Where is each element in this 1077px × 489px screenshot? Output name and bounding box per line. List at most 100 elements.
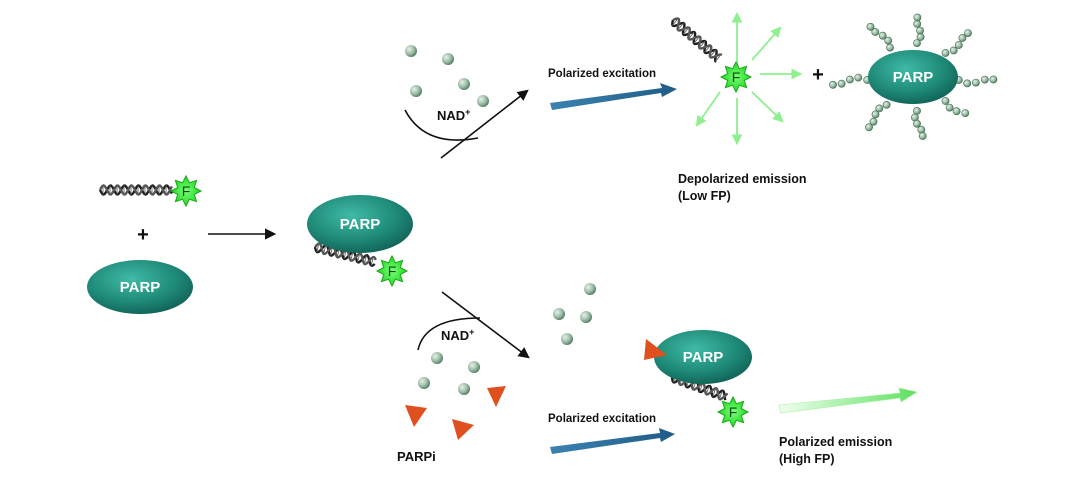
par-bead [941, 97, 950, 105]
par-bead [958, 34, 967, 42]
nad-beads-right [553, 283, 596, 345]
par-bead [954, 41, 963, 49]
par-bead [989, 75, 998, 84]
parpi-label: PARPi [397, 449, 436, 464]
par-bead [913, 13, 922, 22]
plus-sign: + [812, 64, 824, 86]
nad-bead [458, 78, 470, 90]
par-bead [882, 101, 891, 109]
par-bead [961, 109, 970, 117]
inhibitor-triangle [405, 405, 427, 427]
parp-enzyme-left: PARP [87, 260, 193, 314]
polarized-excitation-label-bottom: Polarized excitation [548, 413, 656, 425]
bound-inhibitor-triangle [644, 339, 667, 360]
nad-bead [580, 311, 592, 323]
fluorophore-label: F [729, 404, 738, 420]
par-bead [866, 22, 875, 31]
depolarized-emission-label: Depolarized emission [678, 172, 807, 186]
par-bead [837, 79, 846, 88]
par-bead [964, 29, 972, 37]
nad-label-top: NAD+ [437, 107, 470, 123]
nad-bead [468, 361, 480, 373]
par-chain [954, 75, 998, 88]
parp-label: PARP [340, 216, 381, 233]
par-bead [918, 132, 927, 140]
excitation-arrow-top [550, 83, 677, 110]
polarized-emission-arrow [778, 387, 918, 414]
parp-ellipse [654, 330, 752, 384]
emission-ray [751, 26, 782, 61]
par-bead [886, 43, 894, 52]
inhibitor-triangle [487, 386, 506, 407]
par-bead [913, 119, 921, 128]
parp-ellipse [868, 50, 958, 104]
par-bead [871, 28, 880, 36]
polarized-excitation-label-top: Polarized excitation [548, 68, 656, 80]
dna-probe-left: F [98, 174, 203, 208]
par-bead [913, 39, 921, 47]
par-chain [913, 13, 925, 47]
nad-beads-top [405, 45, 489, 107]
nad-bead [584, 283, 596, 295]
par-chain [829, 73, 872, 89]
par-bead [869, 117, 878, 126]
par-chain [911, 107, 927, 140]
polarized-emission-label: Polarized emission [779, 435, 892, 449]
nad-bead [410, 85, 422, 97]
par-bead [865, 123, 873, 132]
free-probe: F [671, 11, 803, 146]
nad-label-bottom: NAD+ [441, 327, 474, 343]
fluorophore-star: F [375, 254, 409, 288]
par-bead [854, 73, 863, 82]
par-bead [913, 107, 921, 115]
parp-dna-complex: PARP F [307, 195, 413, 288]
plus-sign: + [137, 224, 149, 246]
nad-bead [553, 308, 565, 320]
par-chain [941, 29, 972, 57]
nad-bead [477, 95, 489, 107]
parp-ellipse [87, 260, 193, 314]
nad-bead [458, 383, 470, 395]
parylated-parp: PARP [829, 13, 998, 140]
par-chain [865, 101, 891, 132]
par-bead [871, 110, 880, 119]
inhibited-parp-complex: PARP F [644, 330, 752, 429]
par-bead [829, 80, 837, 89]
par-bead [952, 107, 961, 116]
par-bead [875, 104, 884, 113]
par-chain [866, 22, 894, 52]
parp-label: PARP [683, 349, 724, 366]
parp-label: PARP [120, 279, 161, 296]
par-bead [945, 103, 954, 112]
fluorophore-star: F [716, 395, 750, 429]
nad-consumption-curve [404, 109, 479, 141]
par-bead [916, 33, 925, 41]
dna-helix [671, 17, 723, 63]
nad-beads-left [418, 352, 480, 395]
reaction-arrow-bottom [441, 291, 530, 359]
fluorophore-label: F [182, 183, 191, 199]
nad-bead [442, 53, 454, 65]
nad-bead [431, 352, 443, 364]
par-bead [980, 75, 989, 84]
par-bead [846, 75, 854, 84]
parp-ellipse [307, 195, 413, 253]
nad-bead [405, 45, 417, 57]
high-fp-label: (High FP) [779, 452, 835, 466]
emission-ray [695, 91, 721, 127]
par-bead [917, 125, 926, 134]
fluorophore-star: F [169, 174, 203, 208]
par-bead [884, 36, 893, 45]
emission-rays [695, 11, 803, 146]
parp-label: PARP [893, 69, 934, 86]
nad-bead [418, 377, 430, 389]
low-fp-label: (Low FP) [678, 189, 731, 203]
dna-helix [98, 184, 174, 196]
par-bead [878, 31, 887, 40]
fluorophore-star: F [719, 60, 753, 94]
fluorophore-label: F [732, 69, 741, 85]
nad-consumption-curve [417, 317, 481, 351]
par-bead [941, 49, 950, 57]
reaction-arrow-top [440, 89, 529, 159]
